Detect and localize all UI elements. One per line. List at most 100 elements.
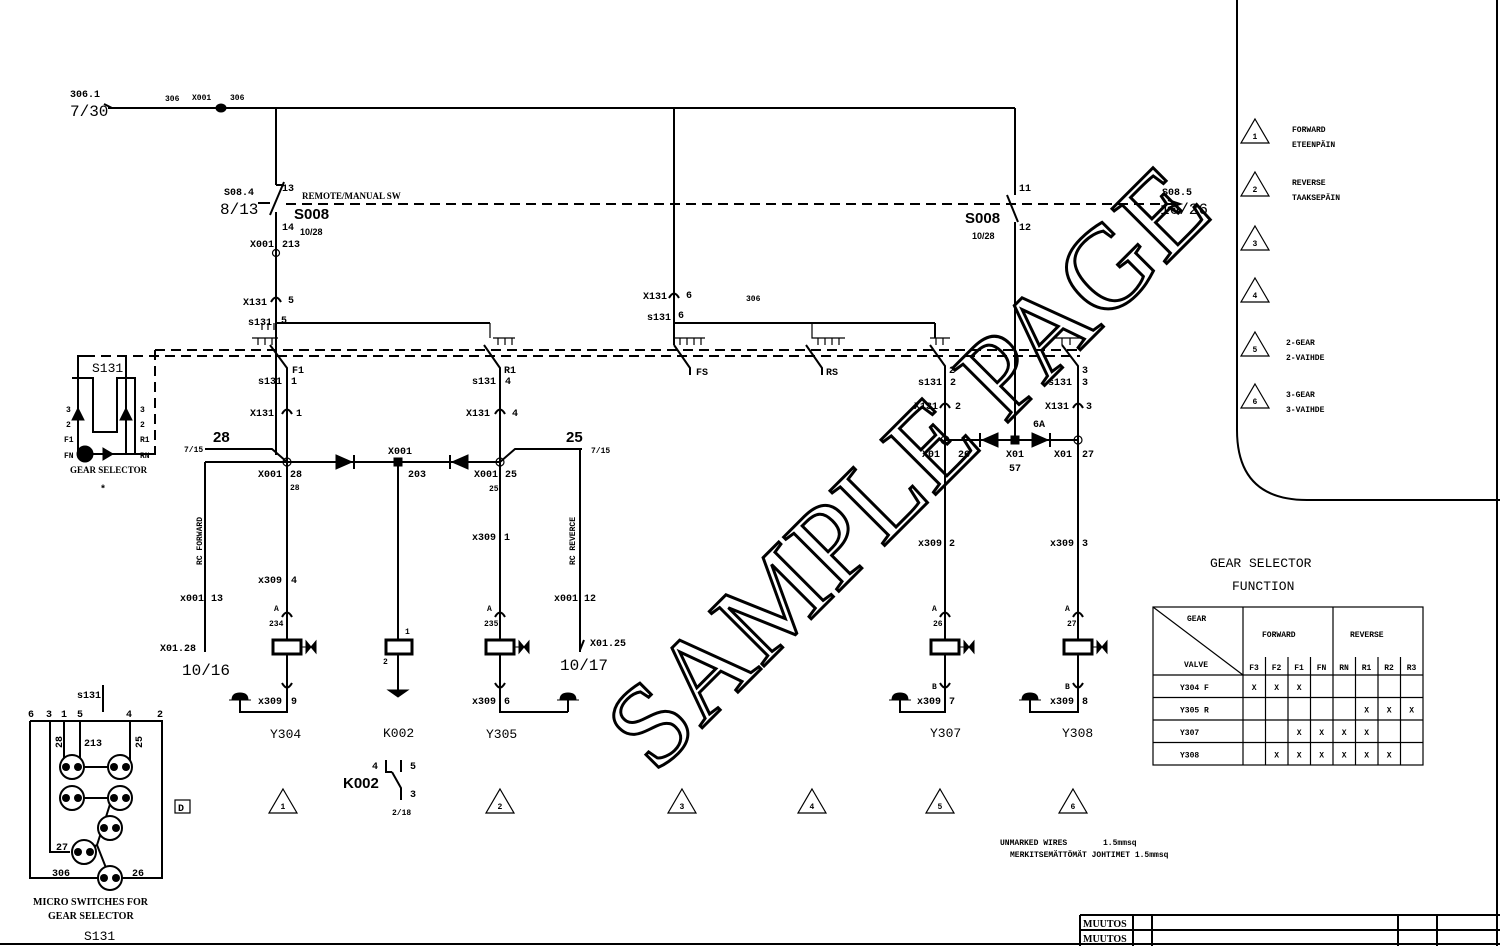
wire-segment (72, 377, 155, 455)
label: 3 (410, 790, 416, 801)
label: s131 (258, 377, 282, 388)
label: s131 (918, 378, 942, 389)
legend-marker-2: 2 (1239, 170, 1271, 197)
label: 10/28 (972, 231, 995, 241)
label: 4 (372, 762, 378, 773)
marker-number: 2 (498, 803, 503, 812)
marker-number: 6 (1253, 398, 1258, 407)
table-cell: X (1342, 752, 1347, 761)
label: GEAR SELECTOR (1210, 556, 1312, 571)
column-header: R2 (1384, 664, 1394, 673)
label: F1 (292, 366, 304, 377)
micro-switches-s131: s131 6 3 1 5 4 2 28 213 25 27 306 26 MIC… (28, 685, 163, 944)
table-cell: X (1274, 684, 1279, 693)
valve-name: Y307 (1180, 729, 1199, 738)
column-header: F3 (1249, 664, 1259, 673)
wire-segment (494, 682, 506, 689)
wire-segment (77, 355, 85, 454)
wire-segment (557, 692, 579, 701)
label: x309 (258, 697, 282, 708)
marker-number: 5 (938, 803, 943, 812)
wire-segment (1006, 185, 1019, 440)
label: 1 (61, 710, 67, 721)
wire-segment (261, 323, 515, 345)
label: B (1065, 683, 1070, 692)
branch-gear-3: s131 3 X131 3 X01 27 (1029, 375, 1094, 713)
wire-segment (271, 638, 303, 656)
triangle-icon (1239, 170, 1271, 197)
label: 306 (165, 95, 180, 104)
micro-switch (59, 754, 85, 780)
wire-segment (515, 639, 530, 655)
connector-x001-306 (215, 103, 227, 113)
label: 2 (949, 539, 955, 550)
legend-text: 2-GEAR (1286, 339, 1315, 348)
label: 12 (1019, 223, 1031, 234)
table-cell: X (1364, 729, 1369, 738)
label: s131 (647, 313, 671, 324)
wire-segment (1055, 337, 1080, 345)
wire-segment (1079, 914, 1500, 946)
label: x001 (554, 594, 578, 605)
label: A (487, 605, 492, 614)
legend-text: REVERSE (1292, 179, 1326, 188)
wire-segment (112, 824, 120, 832)
label: B (932, 683, 937, 692)
wire-segment (281, 682, 293, 689)
label: X131 (243, 298, 267, 309)
wire-segment (499, 375, 568, 713)
triangle-icon (796, 787, 828, 814)
wire-segment (112, 874, 120, 882)
table-cell: X (1387, 752, 1392, 761)
label: RS (826, 368, 838, 379)
wire-segment (494, 611, 506, 618)
valve-name: Y308 (1180, 752, 1199, 761)
label: X131 (914, 402, 938, 413)
diode-reverse (449, 454, 469, 470)
label: K002 (383, 726, 414, 741)
label: 28 (213, 429, 230, 446)
label: 5 (410, 762, 416, 773)
label: FN (64, 452, 74, 461)
wire-segment (270, 296, 282, 303)
wire-segment (1167, 199, 1184, 209)
wire-notes: UNMARKED WIRES 1.5mmsq MERKITSEMÄTTÖMÄT … (1000, 839, 1169, 860)
label: S131 (84, 929, 115, 944)
triangle-icon (1239, 382, 1271, 409)
micro-switch (71, 839, 97, 865)
valve-name: Y305 R (1180, 707, 1209, 716)
label: RC FORWARD (196, 517, 205, 565)
label: S008 (294, 206, 329, 223)
column-header: F2 (1272, 664, 1282, 673)
label: 25 (566, 429, 583, 446)
wire-segment (484, 638, 516, 656)
wire-segment (59, 754, 133, 891)
label: Y307 (930, 726, 961, 741)
legend-text: FORWARD (1292, 126, 1326, 135)
label: A (1065, 605, 1070, 614)
wire-segment (1072, 682, 1084, 689)
marker-2: 2 (484, 787, 516, 814)
label: 3 (140, 406, 145, 415)
column-header: F1 (1294, 664, 1304, 673)
wire-segment (119, 406, 133, 421)
label: 8/13 (220, 201, 258, 219)
triangle-icon (666, 787, 698, 814)
wire-segment (1062, 638, 1094, 656)
label: X131 (1045, 402, 1069, 413)
column-header: RN (1339, 664, 1349, 673)
label: x309 (258, 576, 282, 587)
label: X01 (1054, 450, 1072, 461)
micro-switch (59, 785, 85, 811)
marker-1: 1 (267, 787, 299, 814)
valve-name: Y304 F (1180, 684, 1209, 693)
rc-reverse-line: RC REVERCE x001 12 X01.25 10/17 (554, 449, 626, 675)
label: 2 (157, 710, 163, 721)
legend-marker-1: 1 (1239, 117, 1271, 144)
marker-number: 5 (1253, 346, 1258, 355)
table-cell: X (1297, 729, 1302, 738)
marker-number: 6 (1071, 803, 1076, 812)
wire-segment (674, 322, 936, 338)
